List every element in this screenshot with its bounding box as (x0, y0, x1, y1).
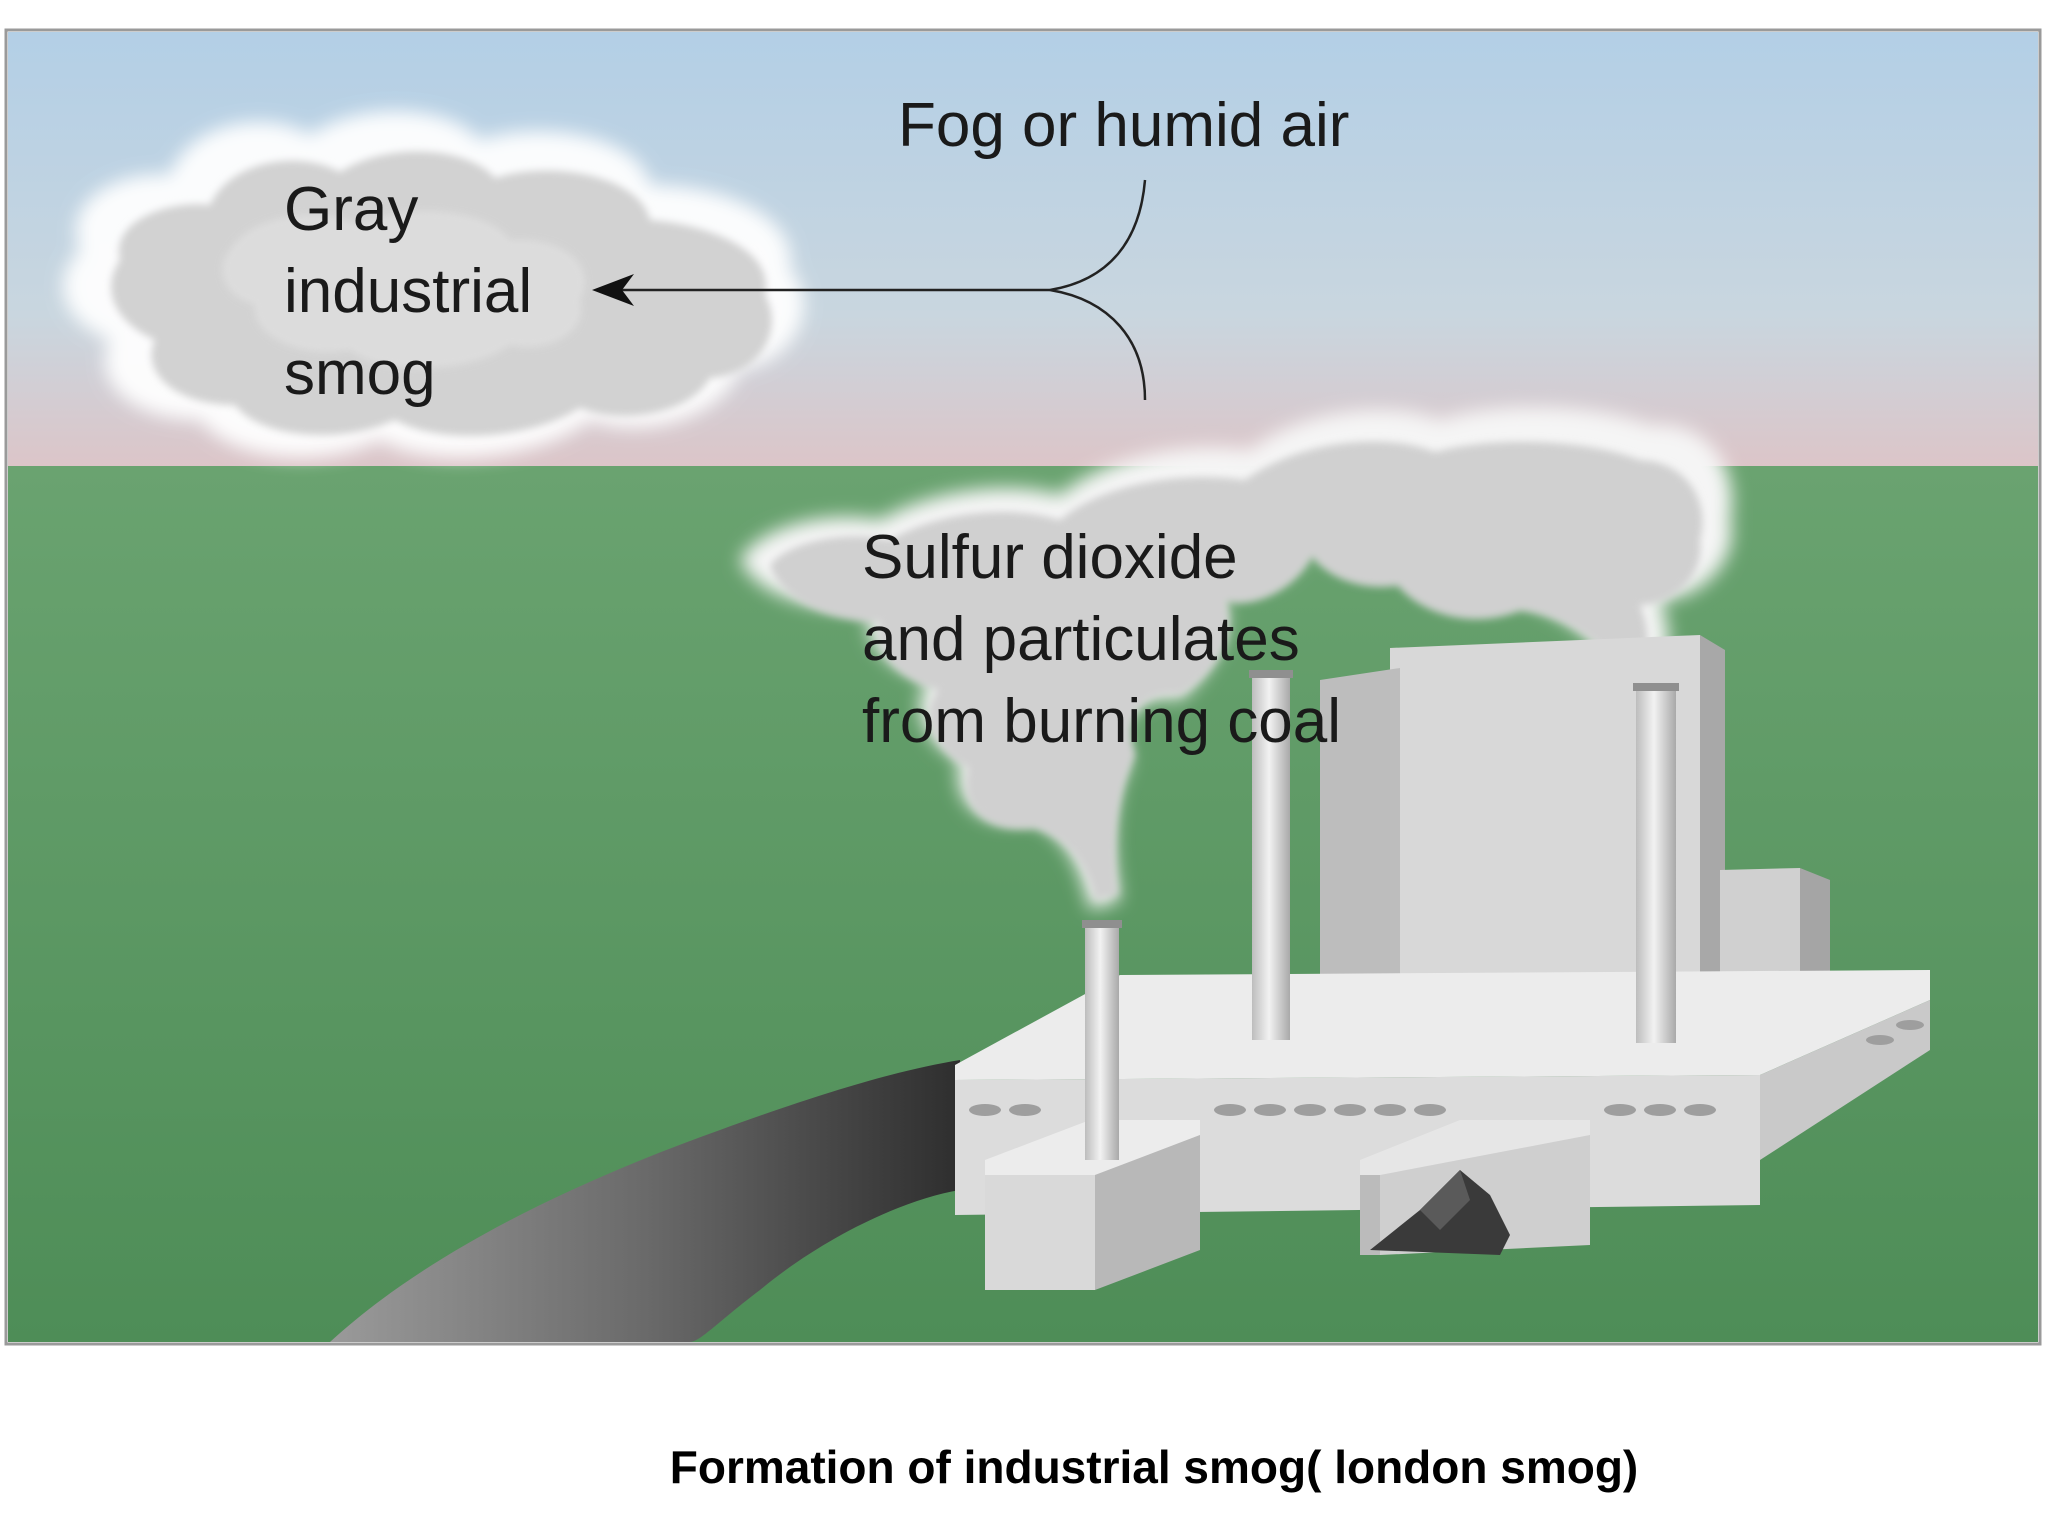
smog-label: Gray industrial smog (284, 175, 532, 408)
smoke-plume (740, 407, 1732, 910)
fog-pointer (620, 179, 1147, 401)
diagram-frame (4, 28, 2042, 1346)
smog-label-line-2: industrial (284, 257, 532, 326)
source-label: Sulfur dioxide and particulates from bur… (862, 523, 1341, 756)
smokestacks (1082, 670, 1679, 1160)
source-label-line-3: from burning coal (862, 687, 1341, 756)
smokestack-middle (1252, 675, 1290, 1040)
figure-caption: Formation of industrial smog( london smo… (669, 1441, 1639, 1493)
road (330, 1060, 960, 1342)
arrow-head (592, 274, 634, 306)
smog-label-line-3: smog (284, 339, 436, 408)
smog-label-line-1: Gray (284, 175, 418, 244)
smokestack-left (1085, 925, 1119, 1160)
smokestack-right (1636, 688, 1676, 1043)
source-label-line-1: Sulfur dioxide (862, 523, 1238, 592)
smog-cloud (63, 111, 804, 458)
source-label-line-2: and particulates (862, 605, 1300, 674)
fog-label: Fog or humid air (898, 91, 1349, 160)
factory (955, 635, 1930, 1290)
